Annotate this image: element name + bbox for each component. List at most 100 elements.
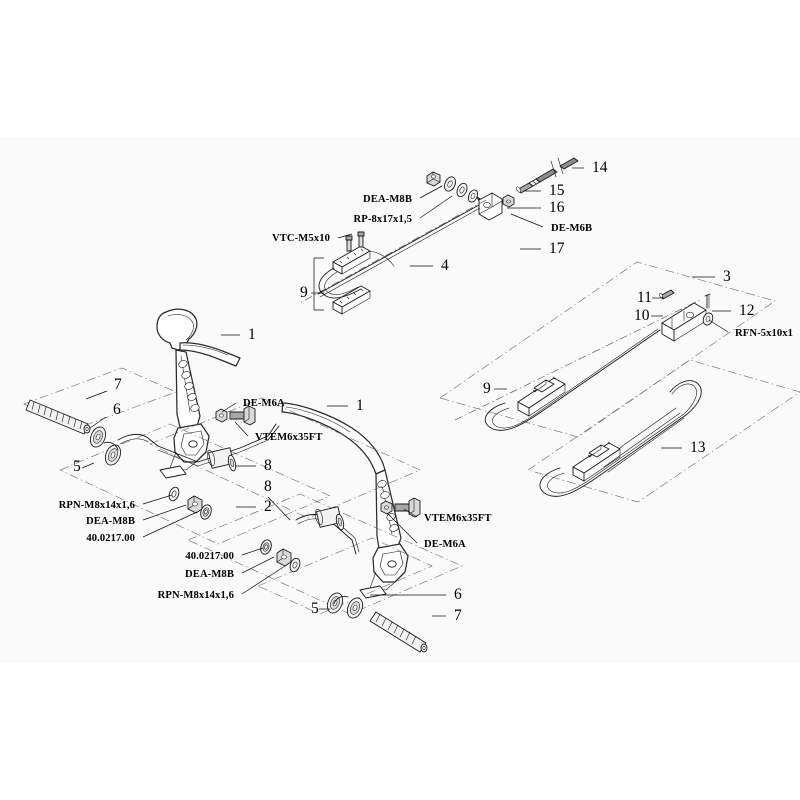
split-pin-12	[704, 293, 711, 309]
screw-vtc-m5x10-b	[357, 231, 365, 248]
leader-lines	[81, 167, 731, 617]
part-code-label: DEA-M8B	[86, 516, 135, 527]
part-code-label: DEA-M8B	[185, 569, 234, 580]
group-right-cables	[439, 261, 800, 503]
lever-1-upper	[156, 308, 241, 479]
washer-rp-8x17-a	[444, 176, 456, 192]
leader-p3	[337, 233, 353, 239]
callout-number-9-c9a: 9	[300, 284, 308, 301]
callout-number-9-c9b: 9	[483, 380, 491, 397]
leader-p6	[221, 402, 237, 413]
bolt-cluster-lower	[380, 497, 421, 518]
callout-number-3-c3: 3	[723, 268, 731, 285]
leader-p10	[142, 511, 198, 538]
washer-5-right	[326, 592, 344, 614]
clamp-body-13	[572, 441, 621, 482]
bolt-cluster-upper	[215, 405, 256, 426]
part-code-label: VTC-M5x10	[272, 233, 330, 244]
leader-c7a	[85, 390, 108, 400]
bracket-9-upper	[313, 257, 324, 311]
spring-screw-7-left	[25, 399, 91, 435]
phantom-box-13	[527, 359, 800, 503]
callout-number-6-c6b: 6	[454, 586, 462, 603]
nut-dea-m8b-a	[187, 495, 203, 514]
fastener-stack-lower	[260, 539, 301, 573]
leader-p1	[419, 185, 443, 199]
spacer-40-0217-a	[200, 504, 212, 520]
leader-c5a	[81, 462, 95, 469]
nut-de-m6a-upper	[215, 408, 228, 423]
cable-clamp-lower	[332, 285, 371, 315]
callout-number-15-c15: 15	[549, 182, 565, 199]
hardware-right-lower	[326, 592, 428, 653]
nut-dea-m8b-b	[276, 548, 292, 567]
shaft-14	[535, 157, 579, 183]
part-code-label: VTEM6x35FT	[424, 513, 492, 524]
bushing-8-lower	[315, 506, 345, 531]
washer-rfn-5x10	[702, 312, 714, 326]
leader-p12	[241, 556, 275, 574]
washer-rp-8x17-b	[456, 182, 468, 198]
leader-p15	[386, 512, 418, 544]
callout-number-17-c17: 17	[549, 240, 565, 257]
clamp-cap-9a	[533, 379, 555, 393]
part-code-label: DE-M6A	[243, 398, 285, 409]
nut-de-m6b	[502, 194, 515, 208]
leader-p2	[419, 195, 453, 219]
callout-number-8-c8b: 8	[264, 478, 272, 495]
callout-number-1-c1a: 1	[248, 326, 256, 343]
washer-6-left	[89, 426, 107, 448]
lever-1-lower	[281, 402, 409, 599]
part-code-label: RPN-M8x14x1,6	[158, 590, 234, 601]
part-code-label: DE-M6A	[424, 539, 466, 550]
part-code-label: 40.0217.00	[86, 533, 135, 544]
part-code-label: RP-8x17x1,5	[354, 214, 412, 225]
callout-number-1-c1b: 1	[356, 397, 364, 414]
part-code-label: RFN-5x10x1	[735, 328, 793, 339]
spacer-40-0217-b	[260, 539, 272, 555]
leader-p5	[708, 319, 729, 333]
part-code-label: VTEM6x35FT	[255, 432, 323, 443]
bolt-vtem6x35-lower	[394, 497, 421, 518]
ratchet-teeth-upper	[178, 360, 200, 412]
leader-p4	[510, 213, 544, 228]
hardware-left-upper	[25, 399, 122, 466]
block-10	[661, 302, 707, 342]
joint-block-17	[478, 192, 503, 221]
part-code-label: RPN-M8x14x1,6	[59, 500, 135, 511]
cable-clamp-upper	[332, 245, 371, 275]
phantom-box-9	[439, 261, 776, 438]
washer-5-left	[104, 444, 122, 466]
callout-number-7-c7b: 7	[454, 607, 462, 624]
leader-p9	[142, 504, 187, 521]
callout-number-6-c6a: 6	[113, 401, 121, 418]
callout-number-7-c7a: 7	[114, 376, 122, 393]
leader-c6a	[89, 416, 107, 429]
callout-number-5-c5b: 5	[311, 600, 319, 617]
leader-p14	[403, 508, 418, 518]
cable-assembly-13	[539, 380, 702, 497]
leader-p7	[234, 421, 249, 437]
callout-number-4-c4: 4	[441, 257, 449, 274]
nut-dea-m8b-top	[426, 171, 441, 187]
callout-number-2-c2: 2	[264, 498, 272, 515]
nut-de-m6a-lower	[380, 500, 393, 515]
bolt-vtem6x35-upper	[229, 405, 256, 426]
callout-number-10-c10: 10	[634, 307, 650, 324]
callout-number-8-c8a: 8	[264, 457, 272, 474]
spring-screw-7-right	[369, 611, 428, 653]
part-code-label: DEA-M8B	[363, 194, 412, 205]
washer-rpn-m8x14-b	[289, 557, 301, 573]
clamp-cap-13	[588, 444, 610, 458]
leader-p8	[142, 494, 173, 505]
callout-number-11-c11: 11	[637, 289, 652, 306]
bushing-8-upper	[207, 447, 237, 472]
callout-number-14-c14: 14	[592, 159, 608, 176]
callout-number-12-c12: 12	[739, 302, 755, 319]
part-code-label: DE-M6B	[551, 223, 592, 234]
leader-p11	[241, 547, 264, 556]
